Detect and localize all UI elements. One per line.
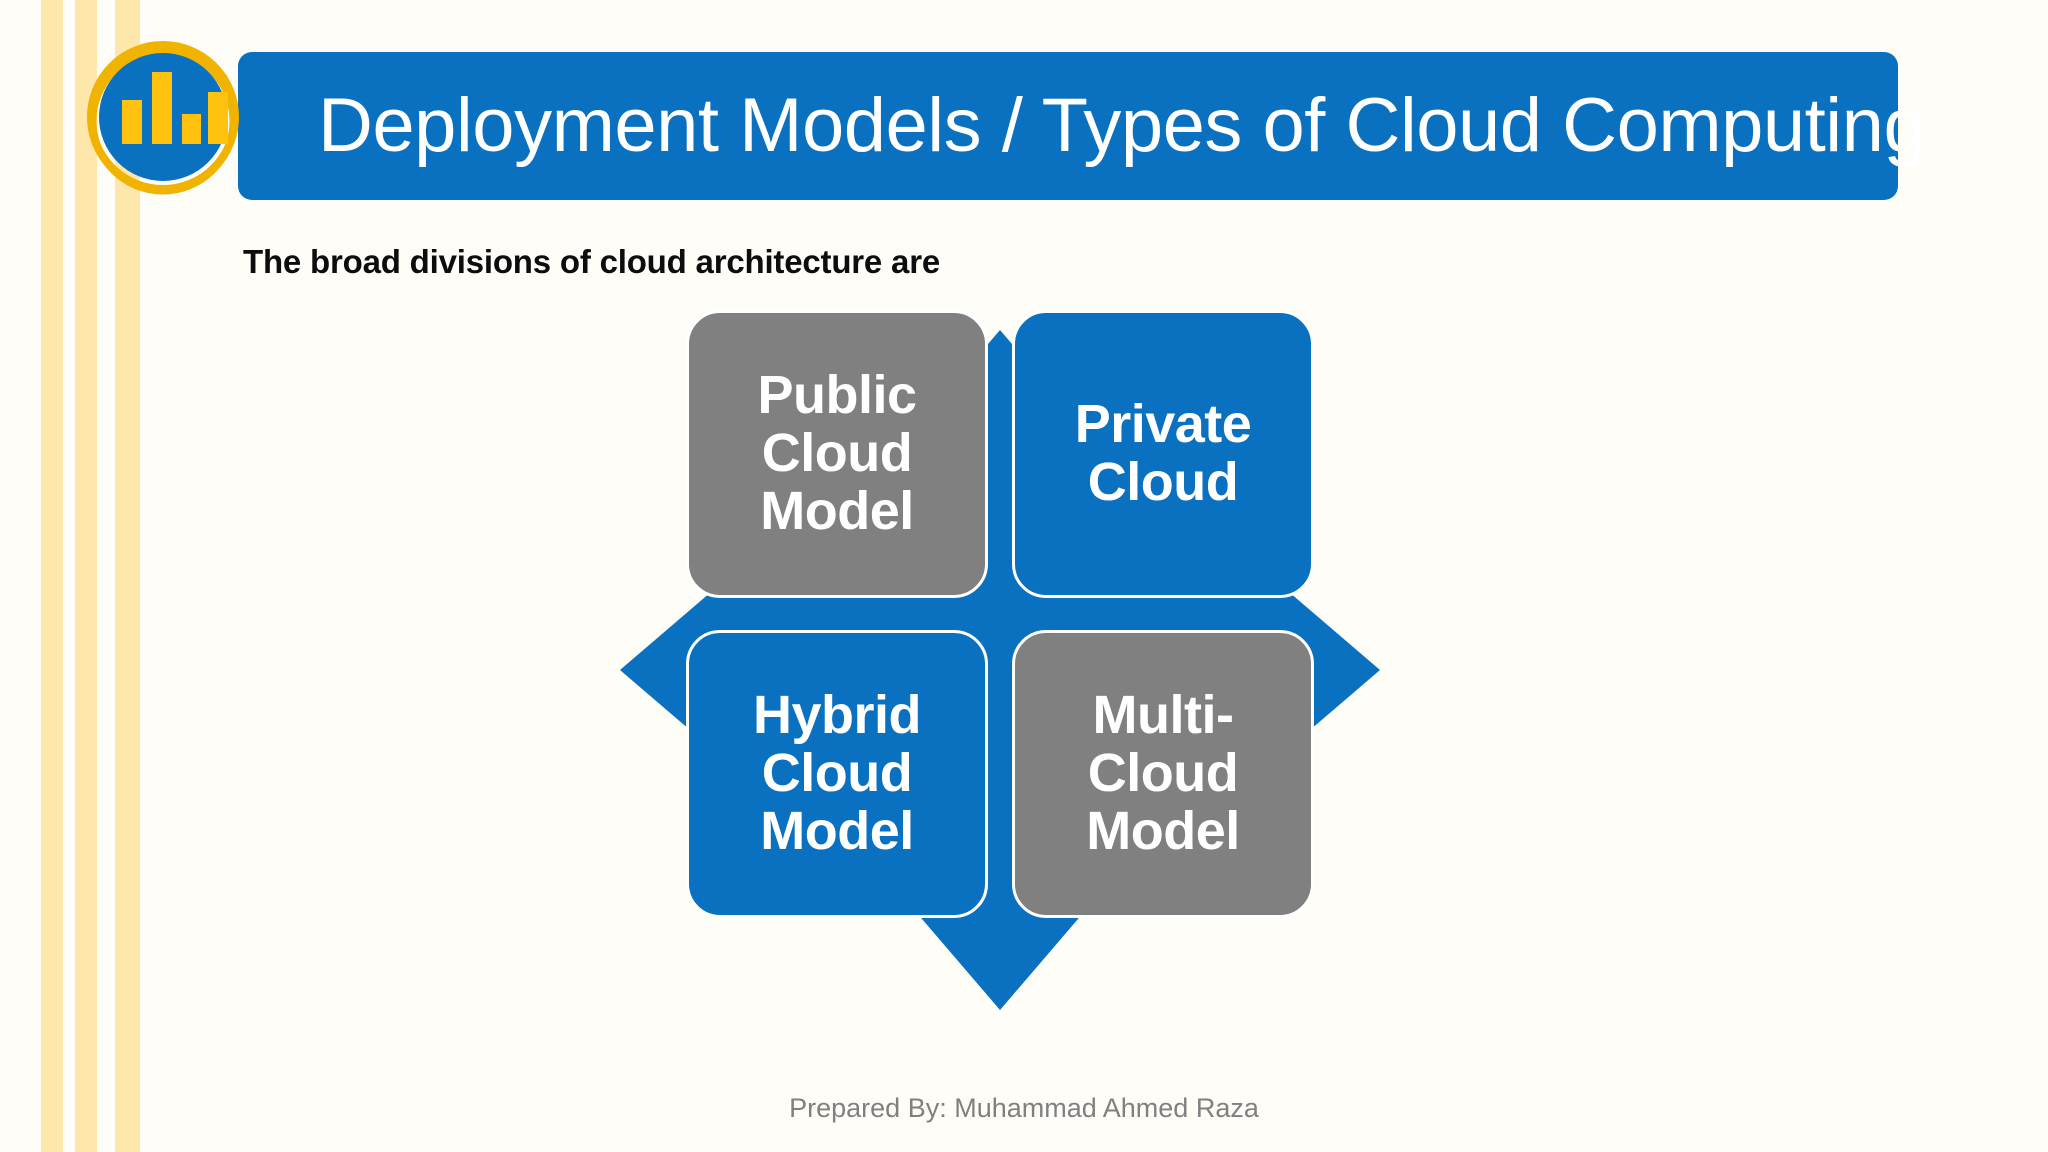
four-way-arrow-diamond-icon — [620, 330, 1380, 1010]
bar-chart-badge-logo — [80, 34, 246, 200]
footer-credit: Prepared By: Muhammad Ahmed Raza — [789, 1093, 1259, 1123]
body-subtitle: The broad divisions of cloud architectur… — [243, 243, 940, 280]
title-bar: Deployment Models / Types of Cloud Compu… — [238, 52, 1926, 200]
page-title: Deployment Models / Types of Cloud Compu… — [318, 83, 1926, 169]
decorative-stripe-2 — [75, 0, 97, 1152]
decorative-stripe-1 — [41, 0, 63, 1152]
bar-chart-icon — [87, 41, 239, 195]
decorative-stripe-3 — [115, 0, 140, 1152]
